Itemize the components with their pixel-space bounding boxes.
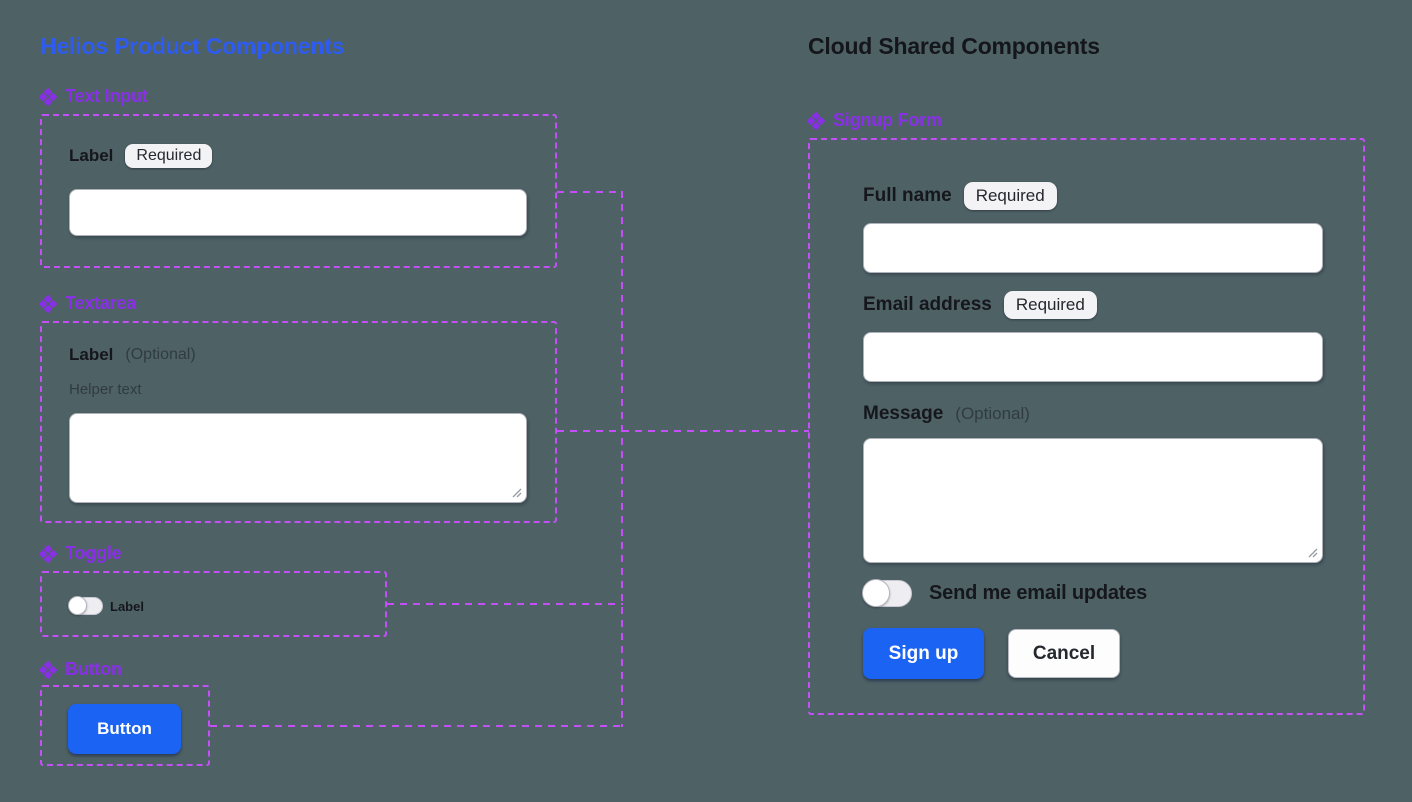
toggle-knob[interactable] <box>862 579 890 607</box>
helper-text: Helper text <box>69 381 142 398</box>
component-heading-label: Text Input <box>65 86 148 106</box>
component-heading-textarea: Textarea <box>38 293 137 314</box>
full-name-input[interactable] <box>863 223 1323 273</box>
component-heading-toggle: Toggle <box>38 543 122 564</box>
required-badge: Required <box>963 182 1057 210</box>
text-input-component-frame: Label Required <box>40 114 557 268</box>
connector-text-input <box>557 191 623 193</box>
connector-textarea-to-form <box>557 430 809 432</box>
email-updates-toggle[interactable] <box>862 579 912 607</box>
textarea-field[interactable] <box>69 413 527 503</box>
component-heading-label: Textarea <box>65 293 137 313</box>
signup-form-frame: Full name Required Email address Require… <box>808 138 1365 715</box>
component-icon <box>38 294 58 313</box>
component-heading-text-input: Text Input <box>38 86 148 107</box>
toggle-switch[interactable] <box>68 596 103 615</box>
connector-button <box>210 725 623 727</box>
component-heading-button: Button <box>38 659 122 680</box>
component-heading-label: Button <box>65 659 122 679</box>
resize-grip-icon[interactable] <box>510 486 522 498</box>
email-label: Email address <box>863 294 992 315</box>
text-input-field[interactable] <box>69 189 527 236</box>
cancel-button[interactable]: Cancel <box>1008 629 1120 678</box>
left-library-title: Helios Product Components <box>40 33 345 59</box>
email-updates-label: Send me email updates <box>929 582 1148 604</box>
email-input[interactable] <box>863 332 1323 382</box>
optional-hint: (Optional) <box>955 404 1030 423</box>
text-input-label: Label <box>69 146 114 165</box>
message-label: Message <box>863 403 944 424</box>
toggle-knob[interactable] <box>68 596 87 615</box>
required-badge: Required <box>1003 291 1097 319</box>
toggle-component-frame: Label <box>40 571 387 637</box>
component-heading-label: Signup Form <box>833 110 942 130</box>
primary-button[interactable]: Button <box>68 704 181 754</box>
textarea-component-frame: Label (Optional) Helper text <box>40 321 557 523</box>
component-icon <box>806 111 826 130</box>
component-icon <box>38 87 58 106</box>
component-icon <box>38 660 58 679</box>
component-heading-label: Toggle <box>65 543 122 563</box>
component-icon <box>38 544 58 563</box>
full-name-label: Full name <box>863 185 952 206</box>
right-library-title: Cloud Shared Components <box>808 33 1100 59</box>
optional-hint: (Optional) <box>125 346 196 363</box>
required-badge: Required <box>125 144 213 168</box>
connector-toggle <box>387 603 623 605</box>
textarea-label: Label <box>69 345 114 364</box>
component-heading-signup-form: Signup Form <box>806 110 942 131</box>
message-textarea[interactable] <box>863 438 1323 563</box>
connector-trunk <box>621 191 623 727</box>
sign-up-button[interactable]: Sign up <box>863 628 984 679</box>
button-component-frame: Button <box>40 685 210 766</box>
toggle-label: Label <box>110 599 144 614</box>
resize-grip-icon[interactable] <box>1306 546 1318 558</box>
